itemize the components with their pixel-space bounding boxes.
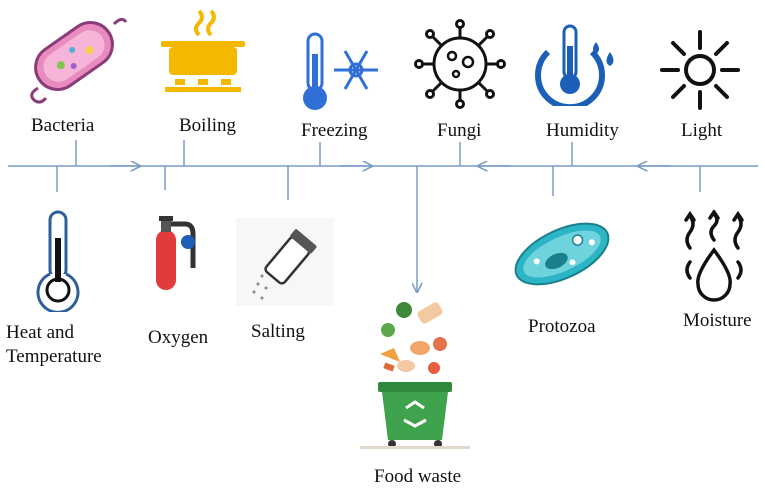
label-oxygen: Oxygen	[148, 327, 209, 348]
sun-icon	[660, 30, 740, 110]
protozoa-icon	[514, 222, 610, 286]
boiling-pot-icon	[161, 9, 245, 92]
label-food-waste: Food waste	[374, 466, 462, 487]
label-humidity: Humidity	[546, 120, 619, 141]
label-protozoa: Protozoa	[528, 316, 596, 337]
fungi-icon	[414, 19, 506, 109]
food-waste-bin-icon	[360, 302, 470, 449]
label-salting: Salting	[251, 321, 305, 342]
thermometer-icon	[36, 210, 80, 312]
freezing-icon	[303, 32, 378, 110]
label-fungi: Fungi	[437, 120, 482, 141]
label-heat-line2: Temperature	[6, 346, 102, 367]
label-bacteria: Bacteria	[31, 115, 95, 136]
label-freezing: Freezing	[301, 120, 368, 141]
humidity-icon	[535, 24, 614, 106]
label-heat-temperature: Heat and Temperature	[6, 321, 102, 369]
salt-shaker-icon	[236, 218, 334, 306]
bacteria-icon	[30, 17, 128, 104]
label-boiling: Boiling	[179, 115, 237, 136]
label-heat-line1: Heat and	[6, 322, 75, 343]
moisture-icon	[684, 210, 744, 302]
label-light: Light	[681, 120, 723, 141]
label-moisture: Moisture	[683, 310, 752, 331]
oxygen-cylinder-icon	[156, 216, 196, 290]
